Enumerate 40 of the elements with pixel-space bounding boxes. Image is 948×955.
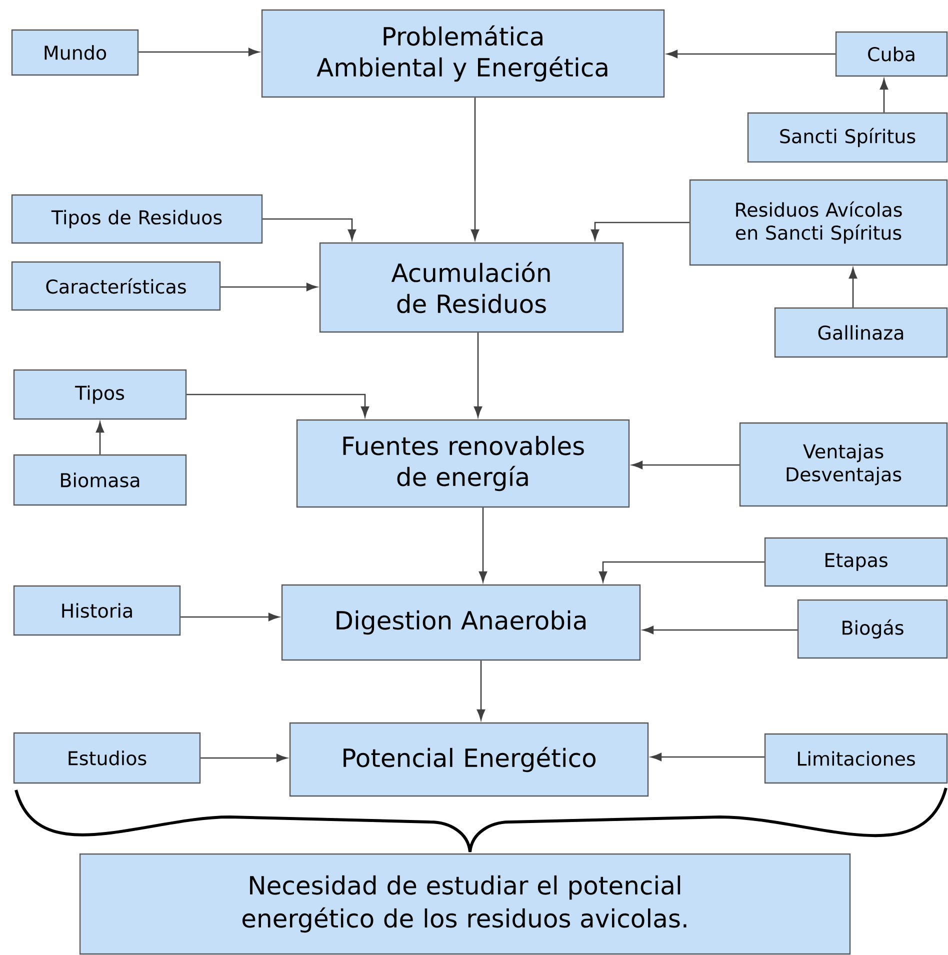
- arrow: [642, 626, 798, 634]
- topic-box: Limitaciones: [764, 733, 948, 784]
- topic-box: Residuos Avícolas en Sancti Spíritus: [689, 179, 948, 266]
- topic-box: Ventajas Desventajas: [739, 422, 948, 507]
- arrow: [262, 218, 356, 240]
- topic-box: Sancti Spíritus: [747, 112, 948, 163]
- arrow: [474, 332, 482, 418]
- topic-box: Cuba: [835, 31, 948, 77]
- process-box: Potencial Energético: [289, 722, 649, 797]
- arrow: [650, 752, 764, 762]
- topic-box: Mundo: [11, 29, 139, 76]
- arrow: [598, 561, 764, 582]
- arrow: [200, 754, 288, 762]
- process-box: Digestion Anaerobia: [281, 584, 641, 661]
- arrow: [848, 268, 858, 308]
- topic-box: Gallinaza: [774, 307, 948, 358]
- arrow: [632, 460, 740, 470]
- conclusion-box: Necesidad de estudiar el potencial energético de los residuos avicolas.: [79, 853, 851, 955]
- topic-box: Etapas: [764, 537, 948, 587]
- arrow: [590, 222, 690, 240]
- process-box: Fuentes renovables de energía: [296, 419, 630, 508]
- arrow: [476, 660, 486, 720]
- topic-box: Biomasa: [13, 454, 187, 506]
- arrow: [470, 98, 480, 240]
- topic-box: Biogás: [797, 599, 948, 659]
- arrow: [138, 48, 260, 56]
- arrow: [96, 422, 104, 454]
- topic-box: Historia: [13, 585, 181, 636]
- arrow: [478, 508, 488, 582]
- topic-box: Características: [11, 261, 221, 311]
- topic-box: Tipos: [13, 369, 187, 420]
- arrow: [186, 394, 370, 418]
- arrow: [220, 282, 318, 292]
- arrow: [880, 78, 888, 112]
- arrow: [666, 50, 836, 58]
- process-box: Problemática Ambiental y Energética: [261, 9, 665, 98]
- topic-box: Tipos de Residuos: [11, 194, 263, 244]
- process-box: Acumulación de Residuos: [319, 242, 624, 333]
- arrow: [180, 612, 280, 622]
- topic-box: Estudios: [13, 732, 201, 784]
